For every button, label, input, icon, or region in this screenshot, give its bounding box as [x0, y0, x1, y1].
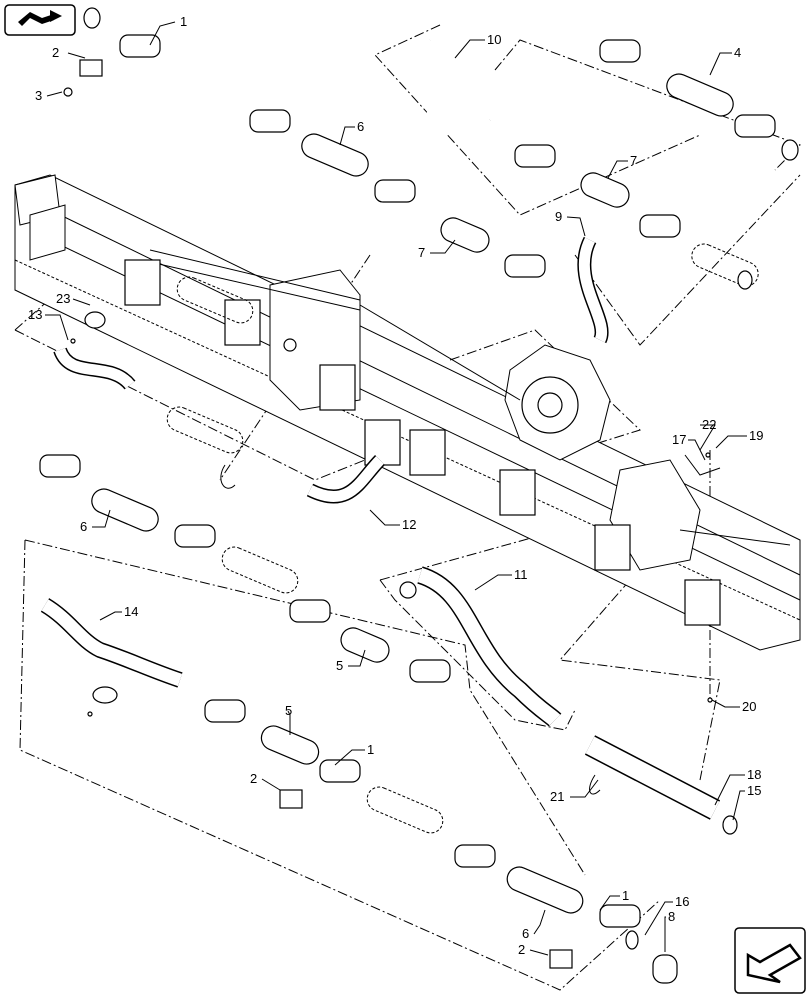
sensor-units	[39, 34, 776, 928]
callout-11: 11	[514, 567, 528, 582]
clamps-and-caps	[70, 7, 799, 984]
callout-3: 3	[35, 88, 42, 103]
callout-5-b: 5	[285, 703, 292, 718]
callout-6: 6	[357, 119, 364, 134]
chassis-frame	[14, 174, 801, 651]
callout-6-c: 6	[522, 926, 529, 941]
gasket-pads	[63, 59, 573, 969]
callout-19: 19	[749, 428, 763, 443]
callout-7: 7	[630, 153, 637, 168]
callout-1: 1	[180, 14, 187, 29]
callout-13: 13	[28, 307, 42, 322]
callout-17: 17	[672, 432, 686, 447]
callout-1-b: 1	[367, 742, 374, 757]
direction-arrow-icon[interactable]	[734, 927, 806, 994]
callout-22: 22	[702, 417, 716, 432]
callout-23: 23	[56, 291, 70, 306]
callout-16: 16	[675, 894, 689, 909]
callout-labels: 1 2 3 10 4 6 7 9 7 23 13 22 17 19 12 6 1…	[28, 14, 763, 957]
callout-2: 2	[52, 45, 59, 60]
callout-6-b: 6	[80, 519, 87, 534]
callout-5: 5	[336, 658, 343, 673]
hoses	[40, 38, 721, 820]
callout-9: 9	[555, 209, 562, 224]
callout-10: 10	[487, 32, 501, 47]
callout-12: 12	[402, 517, 416, 532]
callout-14: 14	[124, 604, 138, 619]
callout-2-b: 2	[250, 771, 257, 786]
callout-15: 15	[747, 783, 761, 798]
callout-21: 21	[550, 789, 564, 804]
book-arrow-icon[interactable]	[4, 4, 76, 36]
tube-segments	[91, 73, 759, 914]
callout-leaders	[45, 21, 747, 956]
callout-4: 4	[734, 45, 741, 60]
callout-18: 18	[747, 767, 761, 782]
callout-7-b: 7	[418, 245, 425, 260]
callout-20: 20	[742, 699, 756, 714]
callout-2-c: 2	[518, 942, 525, 957]
callout-1-c: 1	[622, 888, 629, 903]
callout-8: 8	[668, 909, 675, 924]
